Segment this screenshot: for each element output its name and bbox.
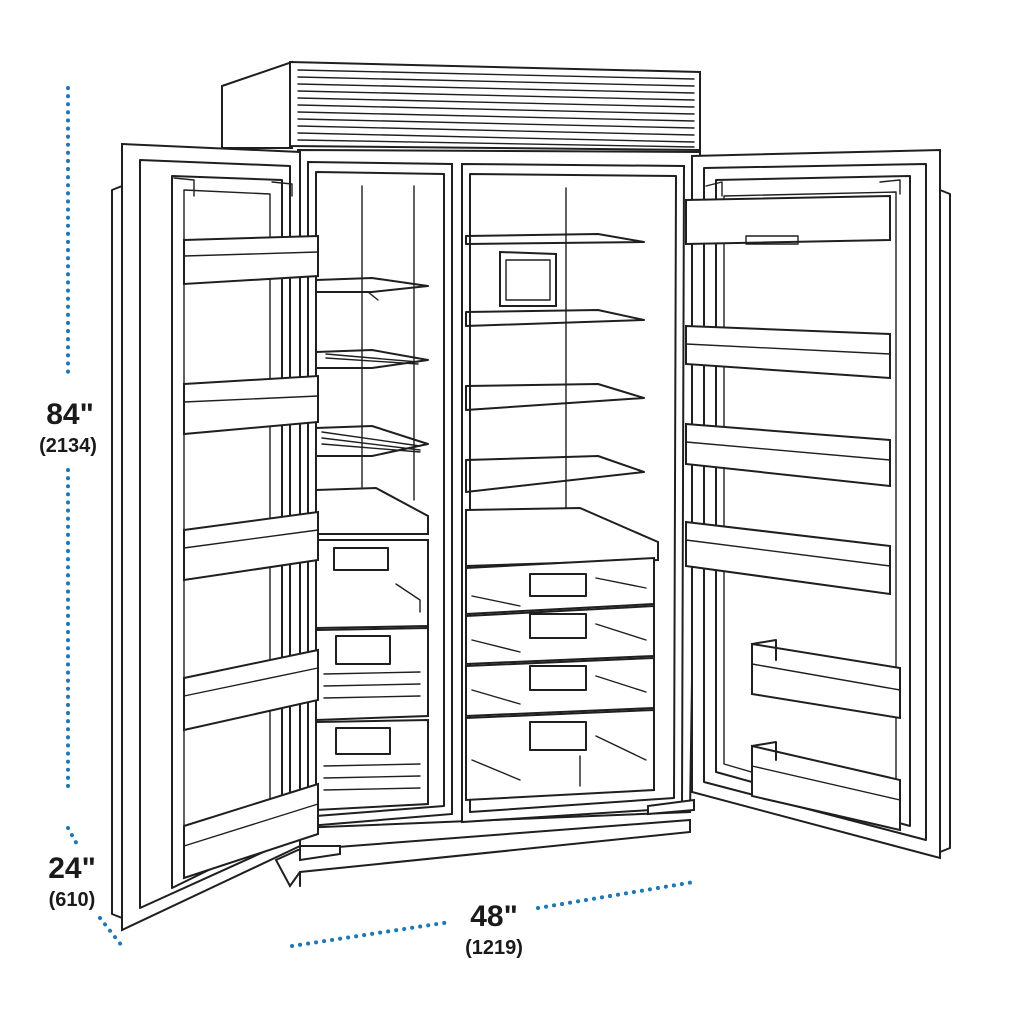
freezer-door-bin[interactable] (183, 510, 319, 582)
door-hinge (299, 845, 341, 862)
height-dimension-metric: (2134) (39, 435, 97, 457)
crisper-drawer[interactable] (465, 656, 655, 718)
freezer-door-bin[interactable] (183, 782, 319, 880)
freezer-drawer[interactable] (315, 539, 429, 630)
refrigerator-door-bin[interactable] (685, 520, 891, 596)
refrigerator-door-bin[interactable] (751, 639, 901, 720)
freezer-wire-shelf (315, 425, 429, 457)
dairy-compartment[interactable] (685, 194, 891, 246)
depth-dimension-line (66, 826, 124, 948)
freezer-door[interactable] (111, 142, 319, 932)
refrigerator-door[interactable] (685, 148, 951, 860)
crisper-drawer[interactable] (465, 604, 655, 666)
freezer-door-bin[interactable] (183, 234, 319, 286)
freezer-door-bin[interactable] (183, 374, 319, 436)
refrigerator-door-bin[interactable] (685, 324, 891, 380)
width-dimension-label: 48" (470, 900, 518, 933)
depth-dimension-metric: (610) (49, 889, 96, 911)
refrigerator-door-bin[interactable] (685, 422, 891, 488)
refrigerator-compartment (461, 162, 686, 824)
crisper-drawer[interactable] (465, 708, 655, 802)
door-hinge (647, 798, 695, 816)
fridge-shelf (465, 309, 645, 327)
control-display[interactable] (499, 250, 557, 307)
freezer-compartment (307, 160, 453, 828)
freezer-door-bin[interactable] (183, 648, 319, 732)
width-dimension-line (290, 880, 696, 948)
fridge-shelf (465, 455, 645, 493)
freezer-wire-shelf (315, 349, 429, 369)
top-grille (297, 69, 695, 148)
height-dimension-label: 84" (46, 398, 94, 431)
fridge-shelf (465, 383, 645, 411)
freezer-drawer[interactable] (315, 626, 429, 722)
fridge-shelf (465, 233, 645, 245)
width-dimension-metric: (1219) (465, 937, 523, 959)
refrigerator-door-bin[interactable] (751, 741, 901, 832)
freezer-wire-shelf (315, 277, 429, 301)
freezer-drawer[interactable] (315, 718, 429, 812)
crisper-drawer[interactable] (465, 556, 655, 616)
depth-dimension-label: 24" (48, 852, 96, 885)
